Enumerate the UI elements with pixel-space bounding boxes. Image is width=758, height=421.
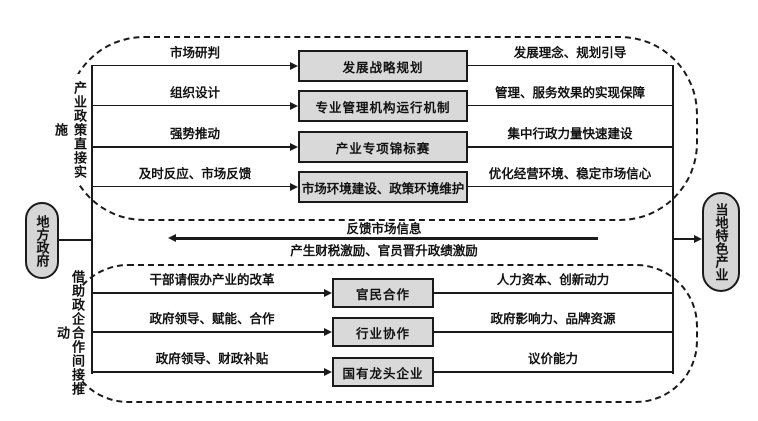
arrowhead-right-icon	[694, 235, 702, 243]
arrowhead-right-icon	[290, 62, 298, 70]
upper-row2-line-right	[468, 105, 672, 107]
feedback-top-label: 反馈市场信息	[346, 222, 422, 236]
arrowhead-right-icon	[290, 143, 298, 151]
upper-row2-input-label: 组织设计	[169, 86, 220, 100]
upper-row4-line-right	[468, 186, 672, 188]
upper-row1-line-right	[468, 65, 672, 67]
lower-row2-line-right	[434, 331, 672, 333]
upper-row3-output-label: 集中行政力量快速建设	[507, 127, 633, 141]
feedback-arrow-line	[176, 237, 598, 240]
upper-row4-input-label: 及时反应、市场反馈	[138, 167, 252, 181]
lower-row2-process-box: 行业协作	[332, 317, 434, 347]
upper-row1-line-left	[92, 65, 291, 67]
upper-row3-process-box: 产业专项锦标赛	[298, 131, 468, 163]
upper-row3-line-left	[92, 145, 291, 148]
upper-row3-line-right	[468, 145, 672, 148]
upper-row1-output-label: 发展理念、规划引导	[513, 46, 627, 60]
upper-row4-output-label: 优化经营环境、稳定市场信心	[488, 167, 652, 181]
lower-row2-input-label: 政府领导、赋能、合作	[149, 312, 275, 326]
upper-group-side-label: 产业政策直接实施	[53, 74, 87, 186]
government-connector-line	[59, 239, 91, 241]
upper-row2-process-box: 专业管理机构运行机制	[298, 90, 468, 122]
upper-row2-line-left	[92, 105, 291, 107]
lower-row1-output-label: 人力资本、创新动力	[496, 273, 610, 287]
right-bus-line	[672, 65, 674, 374]
arrowhead-left-icon	[168, 234, 176, 242]
lower-group-side-label: 借助政企合作间接推动	[55, 264, 85, 402]
upper-row3-input-label: 强势推动	[169, 127, 220, 141]
lower-row1-line-left	[92, 292, 324, 294]
industry-arrow-line	[673, 238, 695, 240]
lower-row3-input-label: 政府领导、财政补贴	[155, 352, 269, 366]
upper-row4-process-box: 市场环境建设、政策环境维护	[298, 171, 468, 203]
lower-row2-line-left	[92, 331, 324, 333]
arrowhead-right-icon	[324, 289, 332, 297]
feedback-bottom-label: 产生财税激励、官员晋升政绩激励	[290, 244, 478, 258]
local-government-oval: 地方政府	[25, 202, 59, 279]
lower-row3-line-right	[434, 371, 672, 373]
lower-row3-process-box: 国有龙头企业	[332, 357, 434, 387]
arrowhead-right-icon	[290, 102, 298, 110]
lower-row1-process-box: 官民合作	[332, 278, 434, 308]
arrowhead-right-icon	[324, 368, 332, 376]
upper-row2-output-label: 管理、服务效果的实现保障	[494, 86, 645, 100]
lower-row3-output-label: 议价能力	[527, 352, 578, 366]
local-specialty-industry-oval: 当地特色产业	[702, 192, 740, 292]
upper-row4-line-left	[92, 186, 291, 188]
upper-row1-input-label: 市场研判	[169, 46, 220, 60]
arrowhead-right-icon	[324, 328, 332, 336]
lower-row2-output-label: 政府影响力、品牌资源	[490, 312, 616, 326]
arrowhead-right-icon	[290, 183, 298, 191]
lower-row3-line-left	[92, 371, 324, 373]
left-bus-line	[91, 65, 93, 374]
upper-row1-process-box: 发展战略规划	[298, 50, 468, 82]
lower-row1-line-right	[434, 292, 672, 294]
lower-row1-input-label: 干部请假办产业的改革	[149, 273, 275, 287]
